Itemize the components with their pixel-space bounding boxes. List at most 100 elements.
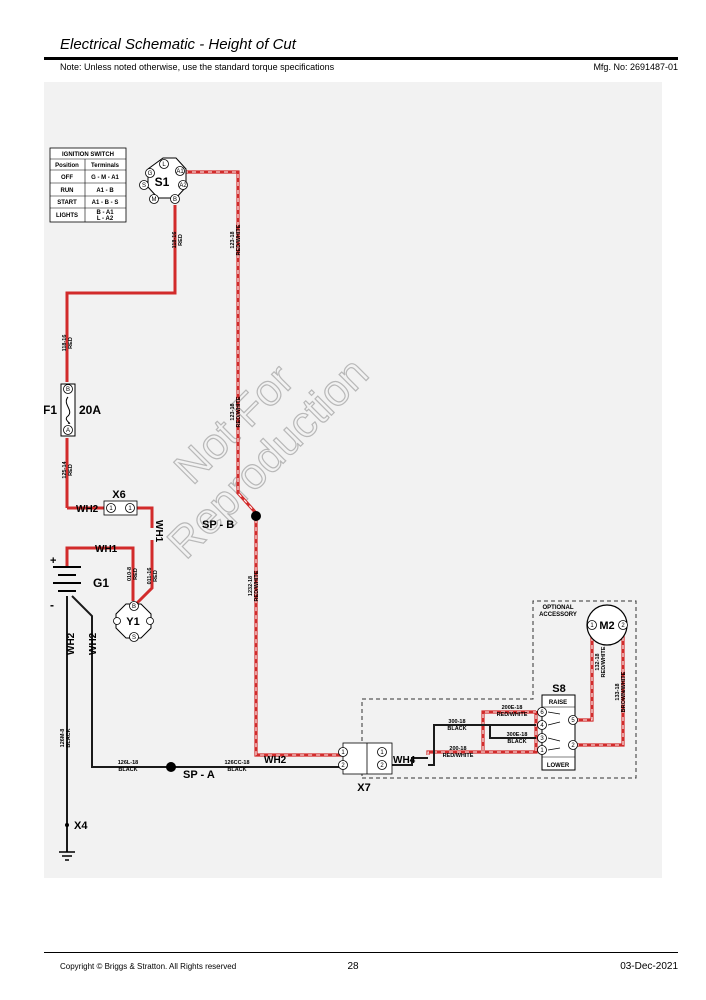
wire-label: 300-18 [448, 719, 465, 725]
wire-label: RED [153, 570, 159, 582]
wire-label: RED/WHITE [236, 396, 242, 427]
table-title: IGNITION SWITCH [62, 152, 114, 158]
wire-label: BLACK [227, 767, 246, 773]
switch-s8: S8 RAISE LOWER 6 4 3 1 5 2 [537, 683, 578, 771]
wire-label: 126M-8 [60, 729, 66, 748]
motor-m2: 1 2 M2 [586, 604, 628, 646]
wire-label: RED/WHITE [443, 753, 474, 759]
wire-label: 1232-18 [248, 576, 254, 596]
wire-label: 010-8 [127, 567, 133, 581]
wire-label: BLACK [118, 767, 137, 773]
wire-label: 126CC-18 [224, 760, 249, 766]
table-cell: A1 - B [96, 188, 114, 194]
table-cell: B - A1 [96, 210, 114, 216]
fuse-f1: B A F1 20A [44, 383, 101, 437]
x6-pin-1b: 1 [128, 506, 132, 512]
wire-label: 126L-18 [118, 760, 139, 766]
harness-wh1-g1: WH1 [95, 544, 118, 555]
x6-pin-1a: 1 [109, 506, 113, 512]
wire-label: RED/WHITE [601, 646, 607, 677]
wire-label: 118-16 [172, 232, 178, 249]
s1-label: S1 [155, 175, 170, 189]
y1-pin-s: S [132, 635, 136, 641]
battery-g1: + - G1 [50, 555, 109, 612]
wire-label: BROWN/WHITE [621, 671, 627, 712]
splice-sp-b [251, 511, 261, 521]
s1-pin-m: M [152, 197, 157, 203]
s8-pin: 1 [540, 748, 544, 754]
wire-label: RED/WHITE [236, 224, 242, 255]
s1-pin-s: S [142, 183, 146, 189]
y1-label: Y1 [126, 616, 139, 628]
footer-rule [44, 952, 678, 953]
wire-011-16 [132, 540, 154, 608]
wire-wh1-x6 [137, 506, 154, 528]
torque-note: Note: Unless noted otherwise, use the st… [60, 62, 335, 72]
component-y1: B S Y1 [113, 601, 154, 642]
wire-label: RED [68, 337, 74, 349]
header-rule [44, 57, 678, 60]
m2-pin-2: 2 [621, 623, 625, 629]
harness-wh4: WH4 [393, 755, 416, 766]
harness-labels: WH2 WH1 WH1 WH2 WH2 WH2 WH4 [66, 504, 416, 766]
wire-label: 200E-18 [502, 705, 523, 711]
wire-label: RED/WHITE [254, 570, 260, 601]
wire-label: 132-18 [595, 653, 601, 670]
s8-pin: 4 [540, 723, 544, 729]
s1-pin-a2: A2 [179, 183, 187, 189]
f1-pin-a: A [66, 428, 70, 434]
wire-label: 125-14 [62, 461, 68, 479]
page-title: Electrical Schematic - Height of Cut [60, 36, 296, 53]
wire-label: BLACK [66, 728, 72, 747]
table-cell: START [57, 200, 77, 206]
f1-rating: 20A [79, 403, 101, 417]
table-cell: OFF [61, 175, 73, 181]
table-cell: RUN [61, 188, 74, 194]
page-number: 28 [347, 961, 359, 972]
x7-label: X7 [357, 782, 370, 794]
red-white-wires [184, 170, 625, 757]
wire-label: 133-18 [615, 683, 621, 700]
s8-lower: LOWER [547, 763, 570, 769]
g1-label: G1 [93, 576, 109, 590]
copyright: Copyright © Briggs & Stratton. All Right… [60, 962, 237, 971]
harness-wh2-b: WH2 [88, 632, 99, 655]
publish-date: 03-Dec-2021 [620, 961, 678, 972]
s8-raise: RAISE [549, 700, 567, 706]
harness-wh2-x7: WH2 [264, 755, 287, 766]
wire-label: 011-16 [147, 568, 153, 585]
optional-accessory-box [361, 600, 637, 779]
wire-label: RED [178, 234, 184, 246]
ground-x4: X4 [59, 820, 88, 861]
wire-wh4 [392, 757, 428, 766]
table-cell: LIGHTS [56, 213, 78, 219]
x7-pin: 1 [380, 750, 384, 756]
x4-label: X4 [74, 820, 88, 832]
wire-label: 200-18 [449, 746, 466, 752]
optional-label-1: OPTIONAL [543, 605, 574, 611]
wire-label: 118-16 [62, 335, 68, 352]
harness-wh1-x6: WH1 [153, 520, 164, 543]
s8-pin: 5 [571, 718, 575, 724]
wire-label: BLACK [447, 726, 466, 732]
s1-pin-b: B [173, 197, 177, 203]
splice-sp-b-label: SP - B [202, 519, 234, 531]
wire-labels: 118-16 RED 123-18 RED/WHITE 118-16 RED 1… [60, 224, 627, 773]
wire-label: 123-18 [230, 231, 236, 248]
table-col-terminals: Terminals [91, 163, 120, 169]
wire-label: RED [68, 464, 74, 476]
wire-label: RED [133, 568, 139, 580]
wire-label: RED/WHITE [497, 712, 528, 718]
s1-pin-g: G [148, 171, 153, 177]
s8-pin: 3 [540, 736, 544, 742]
x6-label: X6 [112, 489, 125, 501]
y1-pin-b: B [132, 604, 136, 610]
wire-label: 300E-18 [507, 732, 528, 738]
table-cell: A1 - B - S [92, 200, 119, 206]
harness-wh2-x6: WH2 [76, 504, 99, 515]
x7-pin: 2 [341, 763, 345, 769]
g1-minus: - [50, 598, 54, 612]
table-cell: G - M - A1 [91, 175, 119, 181]
s1-pin-a1: A1 [176, 169, 184, 175]
table-col-position: Position [55, 163, 79, 169]
